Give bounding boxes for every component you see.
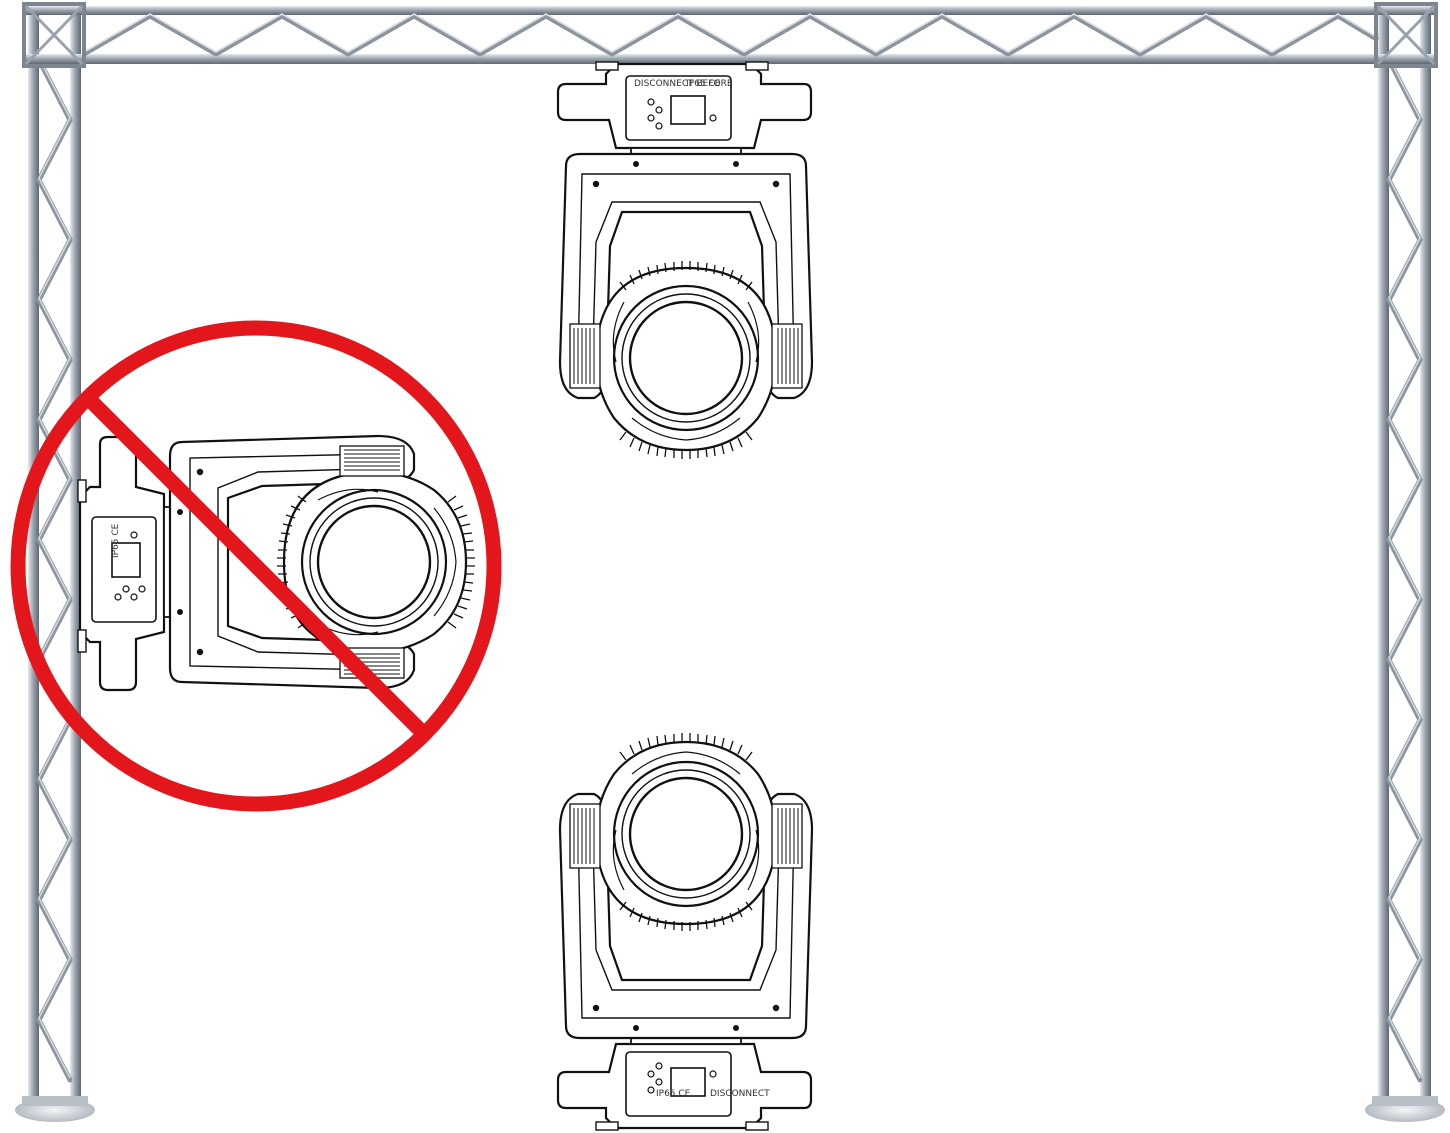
truss-structure [15,2,1445,1122]
fixture-bottom-label-left: IP65 CE [656,1089,691,1099]
prohibited-sign-icon [10,320,502,812]
fixture-standing-correct [556,731,814,1132]
fixture-sideways-label: IP65 CE [111,523,121,558]
fixture-top-label-right: IP65 CE [686,79,721,89]
truss-left-leg [15,14,95,1122]
truss-right-leg [1365,14,1445,1122]
fixture-sideways-prohibited [76,434,477,692]
fixture-top-label-left: DISCONNECT BEFORE [634,79,733,89]
truss-top-beam [22,2,1438,68]
fixture-hanging-correct: DISCONNECT BEFORE IP65 CE [556,60,814,461]
fixture-bottom-label-right: DISCONNECT [710,1089,770,1099]
